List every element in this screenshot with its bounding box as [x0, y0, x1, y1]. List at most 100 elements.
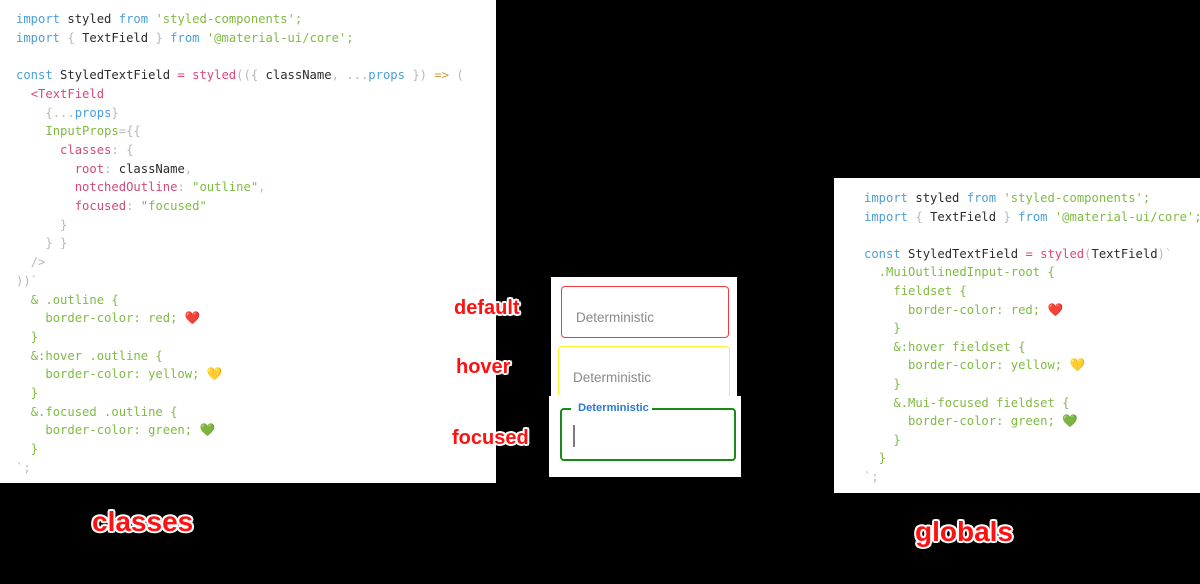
css-brace: }: [893, 376, 901, 391]
token-import: import: [864, 191, 909, 205]
css-brace: }: [30, 442, 39, 457]
token-from: from: [118, 12, 149, 26]
red-heart-icon: ❤️: [184, 310, 201, 326]
token-from: from: [1018, 209, 1048, 224]
token-import: import: [864, 209, 909, 224]
css-rule-mui-focused-fieldset: &.Mui-focused fieldset {: [893, 395, 1070, 410]
token-textfield: TextField: [82, 30, 149, 45]
token-styled-components-string: 'styled-components';: [155, 12, 303, 26]
token-arrow: =>: [434, 68, 450, 83]
textfield-focused[interactable]: Deterministic: [560, 402, 736, 461]
token-const: const: [864, 246, 901, 261]
caption-classes: classes: [92, 506, 194, 537]
token-paren: ): [1157, 246, 1165, 261]
token-spread: ...: [346, 68, 369, 83]
yellow-heart-icon: 💛: [206, 366, 223, 382]
token-brace: {: [915, 209, 923, 224]
green-heart-icon: 💚: [1062, 413, 1078, 429]
css-rule-hover-fieldset: &:hover fieldset {: [893, 339, 1026, 354]
token-jsx-textfield-open: <TextField: [30, 86, 105, 101]
token-styled-call: styled: [1040, 246, 1085, 261]
token-equals: =: [177, 68, 185, 83]
token-brace: } }: [45, 236, 68, 251]
demo-panel-upper: Deterministic Deterministic: [551, 277, 737, 398]
token-comma: ,: [184, 161, 193, 176]
token-paren: )): [16, 273, 31, 288]
css-rule-fieldset: fieldset {: [893, 283, 967, 298]
css-brace: }: [893, 321, 901, 336]
textfield-hover[interactable]: Deterministic: [558, 346, 730, 398]
token-textfield: TextField: [930, 209, 997, 224]
token-from: from: [966, 191, 997, 205]
token-styled-components-string: 'styled-components';: [1003, 191, 1151, 205]
annotation-hover: hover: [456, 356, 511, 378]
token-brace: }: [412, 68, 420, 83]
code-block-classes: import styled from 'styled-components'; …: [16, 10, 496, 478]
token-brace: }: [60, 217, 68, 232]
css-brace: }: [30, 329, 39, 344]
yellow-heart-icon: 💛: [1069, 357, 1086, 373]
token-notchedoutline: notchedOutline: [74, 180, 178, 195]
token-jsx-close: />: [30, 255, 46, 270]
token-classname: className: [265, 68, 332, 83]
css-rule-focused-outline: &.focused .outline {: [30, 404, 178, 419]
token-paren: ): [419, 68, 427, 83]
token-brace: }: [155, 30, 163, 45]
token-colon: :: [104, 161, 112, 176]
token-equals: =: [1025, 246, 1033, 261]
token-backtick-end: `;: [16, 460, 31, 475]
token-backtick-end: `;: [864, 469, 879, 484]
token-props: props: [368, 68, 405, 83]
token-styled: styled: [67, 12, 112, 26]
css-decl-border-green: border-color: green;: [45, 423, 193, 438]
token-focused-string: "focused": [140, 199, 207, 214]
token-paren: (: [1084, 246, 1092, 261]
token-styledtextfield: StyledTextField: [908, 246, 1019, 261]
css-rule-mui-outlined-input-root: .MuiOutlinedInput-root {: [878, 265, 1055, 280]
token-inputprops: InputProps: [45, 124, 119, 139]
token-brace: }: [111, 105, 119, 120]
token-paren: ((: [236, 68, 251, 83]
token-props: props: [74, 105, 112, 120]
demo-panel-lower: Deterministic: [549, 396, 741, 477]
token-material-ui-string: '@material-ui/core';: [206, 30, 354, 45]
css-decl-border-yellow: border-color: yellow;: [908, 358, 1063, 373]
token-focused: focused: [74, 199, 127, 214]
token-classes: classes: [60, 142, 112, 157]
css-decl-border-yellow: border-color: yellow;: [45, 367, 200, 382]
token-comma: ,: [331, 68, 339, 83]
css-decl-border-red: border-color: red;: [45, 311, 178, 326]
green-heart-icon: 💚: [199, 422, 216, 438]
token-import: import: [16, 12, 61, 26]
caption-globals: globals: [915, 516, 1014, 547]
textfield-default[interactable]: Deterministic: [561, 286, 729, 338]
token-colon: :: [177, 180, 185, 195]
annotation-default: default: [454, 297, 520, 319]
token-styled-call: styled: [192, 68, 237, 83]
css-decl-border-red: border-color: red;: [908, 302, 1041, 317]
token-from: from: [170, 30, 200, 45]
token-brace: {: [250, 68, 259, 83]
token-backtick: `: [1164, 246, 1173, 261]
token-colon: :: [111, 142, 119, 157]
css-brace: }: [878, 451, 887, 466]
token-outline-string: "outline": [192, 180, 259, 195]
token-styled: styled: [915, 191, 960, 205]
token-spread: ...: [52, 105, 75, 120]
code-block-globals: import styled from 'styled-components'; …: [864, 189, 1200, 487]
token-material-ui-string: '@material-ui/core';: [1054, 209, 1200, 224]
annotation-focused: focused: [452, 427, 529, 449]
token-colon: :: [126, 199, 134, 214]
token-brace: {: [126, 142, 134, 157]
token-brace: {: [45, 105, 53, 120]
css-brace: }: [893, 432, 901, 447]
token-const: const: [16, 68, 53, 83]
css-rule-hover-outline: &:hover .outline {: [30, 348, 163, 363]
red-heart-icon: ❤️: [1047, 301, 1064, 317]
token-import: import: [16, 30, 61, 45]
token-paren: (: [456, 68, 464, 83]
token-styledtextfield: StyledTextField: [60, 68, 171, 83]
textfield-default-placeholder: Deterministic: [576, 310, 655, 325]
token-brace: }: [1003, 209, 1011, 224]
css-rule-outline: & .outline {: [30, 292, 119, 307]
